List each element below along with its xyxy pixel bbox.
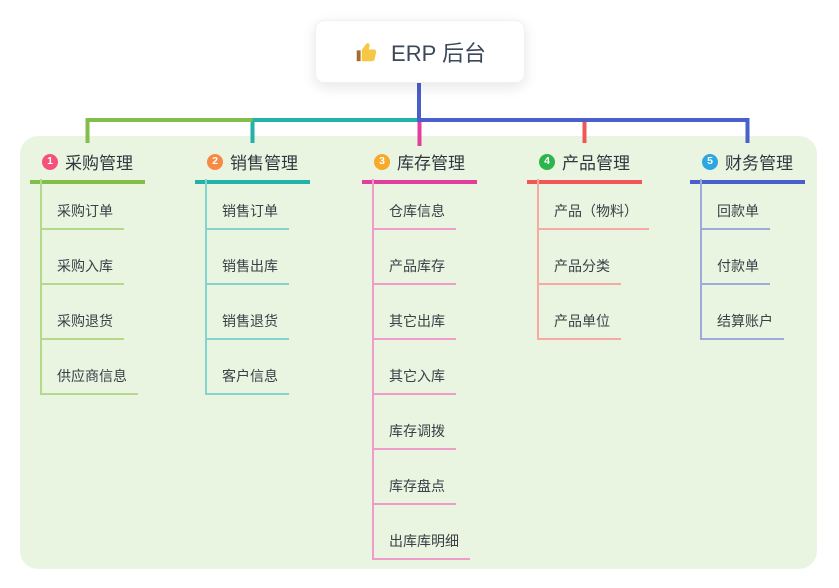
branch-number-badge: 4 xyxy=(539,153,555,170)
branch-number-badge: 2 xyxy=(207,153,223,170)
branch-column-1: 1 采购管理 采购订单 采购入库 采购退货 供应商信息 xyxy=(30,0,160,588)
branch-number-badge: 3 xyxy=(374,153,390,170)
branch-node[interactable]: 3 库存管理 xyxy=(362,149,477,184)
root-node-erp[interactable]: ERP 后台 xyxy=(315,20,525,83)
branch-title: 财务管理 xyxy=(725,154,793,173)
thumbs-up-icon xyxy=(356,42,377,61)
child-node[interactable]: 付款单 xyxy=(700,259,770,285)
child-node[interactable]: 客户信息 xyxy=(205,369,289,395)
child-node[interactable]: 产品分类 xyxy=(537,259,621,285)
root-node-label: ERP 后台 xyxy=(391,40,486,66)
branch-title: 库存管理 xyxy=(397,154,465,173)
child-node[interactable]: 仓库信息 xyxy=(372,204,456,230)
branch-number-badge: 5 xyxy=(702,153,718,170)
branch-column-3: 3 库存管理 仓库信息 产品库存 其它出库 其它入库 库存调拨 库存盘点 出库库… xyxy=(362,0,492,588)
branches-background-panel xyxy=(20,136,817,569)
child-node[interactable]: 库存盘点 xyxy=(372,479,456,505)
child-node[interactable]: 销售退货 xyxy=(205,314,289,340)
child-node[interactable]: 回款单 xyxy=(700,204,770,230)
child-node[interactable]: 其它出库 xyxy=(372,314,456,340)
child-node[interactable]: 库存调拨 xyxy=(372,424,456,450)
branch-title: 采购管理 xyxy=(65,154,133,173)
branch-column-4: 4 产品管理 产品（物料） 产品分类 产品单位 xyxy=(527,0,657,588)
child-node[interactable]: 出库库明细 xyxy=(372,534,470,560)
child-node[interactable]: 其它入库 xyxy=(372,369,456,395)
child-node[interactable]: 产品（物料） xyxy=(537,204,649,230)
child-node[interactable]: 采购订单 xyxy=(40,204,124,230)
child-node[interactable]: 采购入库 xyxy=(40,259,124,285)
branch-spine-line xyxy=(700,179,702,340)
branch-column-2: 2 销售管理 销售订单 销售出库 销售退货 客户信息 xyxy=(195,0,325,588)
child-node[interactable]: 结算账户 xyxy=(700,314,784,340)
child-node[interactable]: 产品单位 xyxy=(537,314,621,340)
branch-node[interactable]: 5 财务管理 xyxy=(690,149,805,184)
branch-node[interactable]: 2 销售管理 xyxy=(195,149,310,184)
branch-node[interactable]: 4 产品管理 xyxy=(527,149,642,184)
branch-title: 产品管理 xyxy=(562,154,630,173)
child-node[interactable]: 销售订单 xyxy=(205,204,289,230)
child-node[interactable]: 采购退货 xyxy=(40,314,124,340)
branch-title: 销售管理 xyxy=(230,154,298,173)
branch-node[interactable]: 1 采购管理 xyxy=(30,149,145,184)
child-node[interactable]: 销售出库 xyxy=(205,259,289,285)
branch-spine-line xyxy=(205,179,207,395)
branch-spine-line xyxy=(537,179,539,340)
branch-column-5: 5 财务管理 回款单 付款单 结算账户 xyxy=(690,0,820,588)
branch-spine-line xyxy=(40,179,42,395)
branch-spine-line xyxy=(372,179,374,560)
child-node[interactable]: 供应商信息 xyxy=(40,369,138,395)
child-node[interactable]: 产品库存 xyxy=(372,259,456,285)
branch-number-badge: 1 xyxy=(42,153,58,170)
